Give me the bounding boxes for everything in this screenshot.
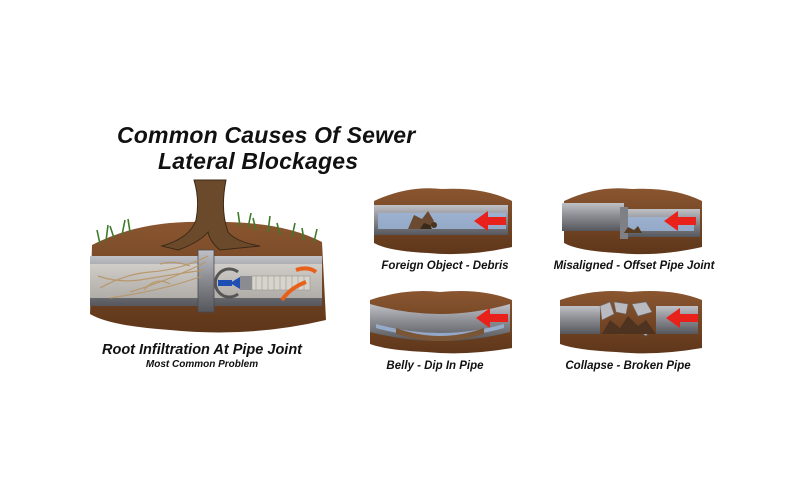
title-line-2: Lateral Blockages: [158, 148, 359, 174]
red-arrow-icon: [474, 211, 506, 231]
main-caption: Root Infiltration At Pipe Joint: [101, 342, 303, 358]
panel-foreign-object: [368, 185, 516, 255]
sewer-camera-icon: [213, 266, 318, 302]
panel-caption-misaligned: Misaligned - Offset Pipe Joint: [553, 260, 715, 272]
grass: [96, 211, 318, 245]
panel-caption-foreign-object: Foreign Object - Debris: [381, 260, 509, 272]
root-infiltration-illustration: [70, 179, 340, 340]
panel-collapse: [556, 288, 704, 354]
roots: [97, 255, 209, 299]
panel-belly: [366, 288, 514, 354]
panel-misaligned: [558, 185, 706, 255]
title-line-1: Common Causes Of Sewer: [117, 122, 416, 148]
red-arrow-icon: [666, 308, 698, 328]
panel-caption-belly: Belly - Dip In Pipe: [386, 360, 484, 372]
panel-caption-collapse: Collapse - Broken Pipe: [565, 360, 691, 372]
red-arrow-icon: [664, 211, 696, 231]
tree-trunk-icon: [160, 179, 261, 251]
debris: [408, 211, 437, 229]
main-subcaption: Most Common Problem: [145, 359, 259, 370]
red-arrow-icon: [476, 308, 508, 328]
